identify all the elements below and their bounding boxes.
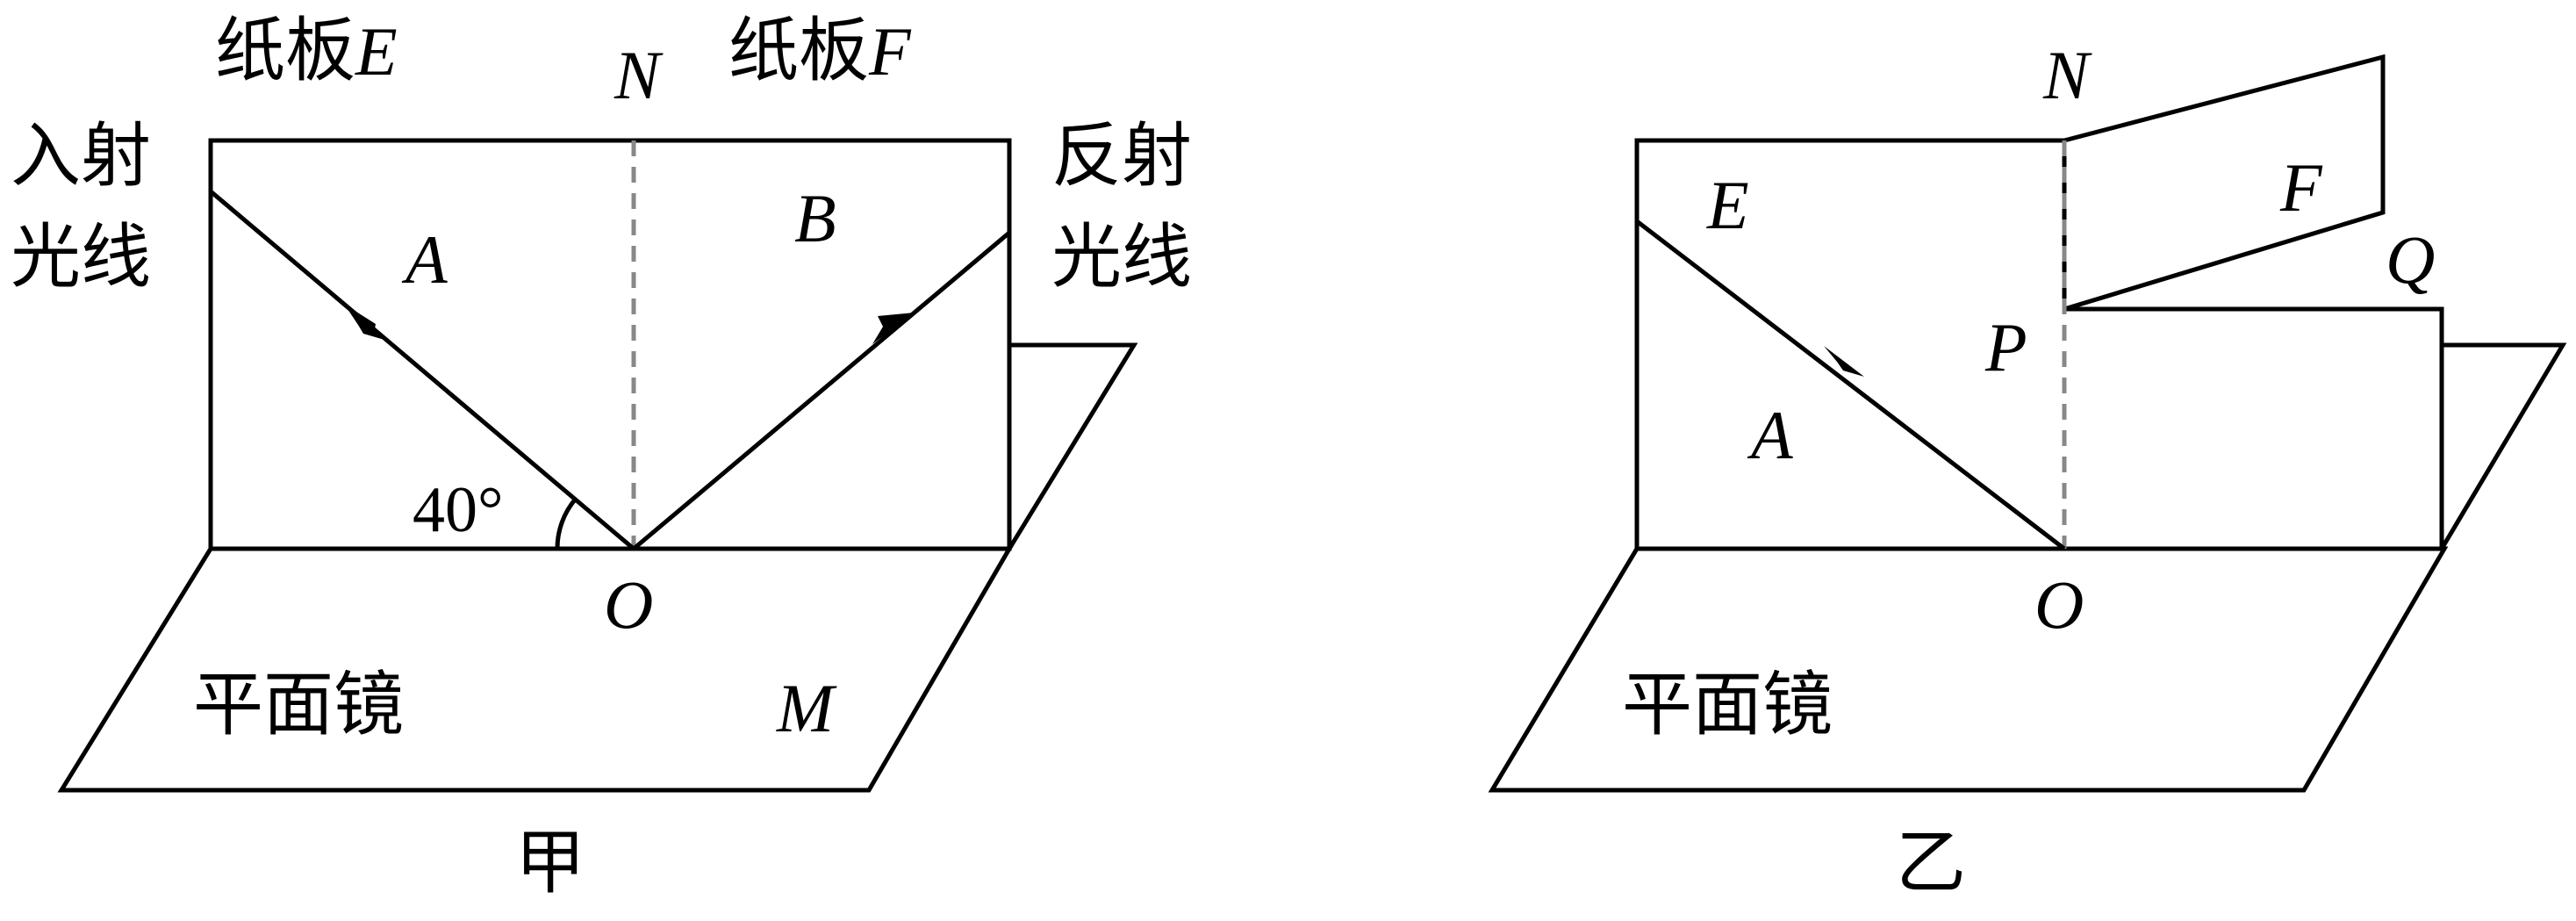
board-f-back-jia [1007,342,1138,550]
mirror-letter-jia: M [776,670,837,746]
angle-arc-jia [555,497,578,550]
board-back-yi [2439,342,2567,550]
board-f-folded-yi [2062,54,2386,313]
normal-label-yi: N [2042,37,2092,113]
board-f-lower-yi [2064,306,2444,549]
point-o-yi: O [2034,566,2084,643]
point-p-yi: P [1984,309,2027,385]
mirror-label-jia: 平面镜 [193,664,404,745]
angle-label: 40° [413,474,504,546]
caption-jia: 甲 [515,822,585,903]
reflected-label-2: 光线 [1051,216,1192,298]
figure-jia: 纸板 E N 纸板 F 入射 光线 反射 光线 A B 40° O 平面镜 M … [11,10,1192,903]
point-q-yi: Q [2386,221,2435,298]
incident-ray-yi [1635,219,2066,550]
point-o-jia: O [604,566,653,643]
incident-label-1: 入射 [11,115,151,197]
caption-yi: 乙 [1896,822,1966,903]
board-f-letter-jia: F [868,13,912,90]
board-e-label-jia: 纸板 [215,10,355,91]
incident-arrow-jia [349,307,384,337]
normal-label-jia: N [614,37,664,113]
point-a-yi: A [1747,397,1793,473]
point-b-jia: B [794,180,836,256]
incident-arrowhead-yi [1824,346,1864,377]
figure-yi: N E F Q P A O 平面镜 乙 [1488,37,2567,903]
paper-board-jia [208,138,1012,551]
incident-arrowhead-jia [344,304,384,340]
board-e-letter-yi: E [1706,167,1749,243]
incident-ray-jia [209,190,635,550]
reflected-label-1: 反射 [1051,115,1192,197]
incident-label-2: 光线 [11,216,151,298]
board-f-label-jia: 纸板 [728,10,869,91]
board-f-letter-yi: F [2279,149,2323,226]
point-a-jia: A [401,221,448,298]
board-e-letter-jia: E [355,13,398,90]
reflected-arrowhead-jia [872,313,915,344]
reflected-ray-jia [632,231,1011,550]
mirror-label-yi: 平面镜 [1622,664,1833,745]
board-e-yi [1634,138,2444,551]
